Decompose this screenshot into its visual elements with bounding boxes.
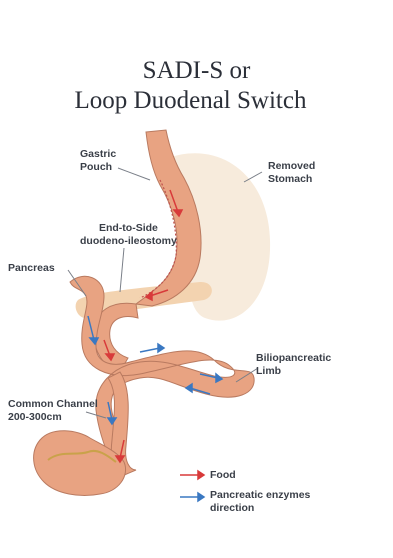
legend-enzyme-arrow [180, 493, 204, 501]
label-removed-stomach: Removed Stomach [268, 160, 315, 186]
leader-gastric-pouch [118, 168, 150, 180]
label-common-channel-line-1: Common Channel [8, 398, 98, 411]
label-gastric-pouch-line-2: Pouch [80, 161, 116, 174]
legend-food-label: Food [210, 469, 236, 482]
legend-enzymes-line-2: direction [210, 502, 310, 515]
label-end-to-side: End-to-Side duodeno-ileostomy [80, 222, 177, 248]
label-gastric-pouch: Gastric Pouch [80, 148, 116, 174]
label-gastric-pouch-line-1: Gastric [80, 148, 116, 161]
enzyme-arrow-2-head [158, 344, 164, 352]
label-common-channel-line-2: 200-300cm [8, 411, 98, 424]
label-pancreas: Pancreas [8, 262, 55, 275]
label-common-channel: Common Channel 200-300cm [8, 398, 98, 424]
enzyme-arrow-2 [140, 348, 160, 352]
label-removed-stomach-line-1: Removed [268, 160, 315, 173]
legend-enzymes-label: Pancreatic enzymes direction [210, 489, 310, 515]
legend-enzymes-line-1: Pancreatic enzymes [210, 489, 310, 502]
label-removed-stomach-line-2: Stomach [268, 173, 315, 186]
label-end-to-side-line-2: duodeno-ileostomy [80, 235, 177, 248]
leader-end-to-side [120, 248, 124, 292]
label-biliopancreatic-line-2: Limb [256, 365, 331, 378]
legend-food-arrow [180, 471, 204, 479]
label-end-to-side-line-1: End-to-Side [80, 222, 177, 235]
label-biliopancreatic-limb: Biliopancreatic Limb [256, 352, 331, 378]
label-biliopancreatic-line-1: Biliopancreatic [256, 352, 331, 365]
